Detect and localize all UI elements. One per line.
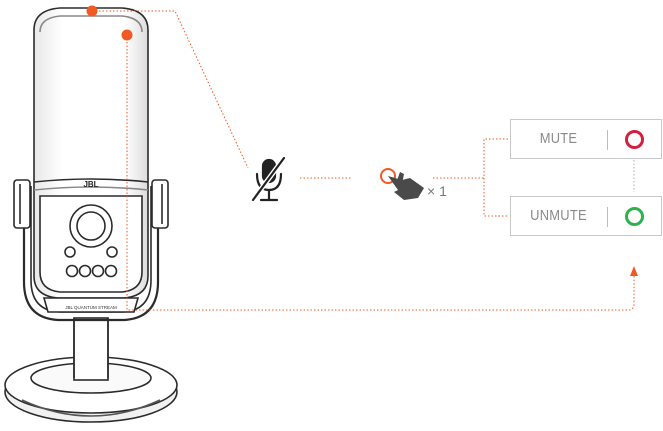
green-ring-icon — [625, 207, 644, 226]
unmute-label: UNMUTE — [518, 197, 600, 235]
mic-muted-icon — [253, 158, 284, 200]
mic-brand-logo: JBL — [83, 180, 98, 189]
mute-label: MUTE — [518, 120, 600, 158]
mute-state-panel: MUTE — [510, 119, 662, 159]
connector-lines — [92, 11, 634, 310]
arrow-head-icon — [630, 266, 638, 276]
panel-divider — [607, 130, 608, 150]
microphone-body — [34, 8, 148, 312]
tap-hand-icon — [381, 169, 424, 200]
unmute-state-panel: UNMUTE — [510, 196, 662, 236]
press-count-label: × 1 — [427, 183, 447, 199]
microphone-base — [5, 318, 177, 422]
panel-divider — [607, 207, 608, 227]
mic-model-label: JBL QUANTUM STREAM — [65, 305, 117, 310]
red-ring-icon — [625, 130, 644, 149]
